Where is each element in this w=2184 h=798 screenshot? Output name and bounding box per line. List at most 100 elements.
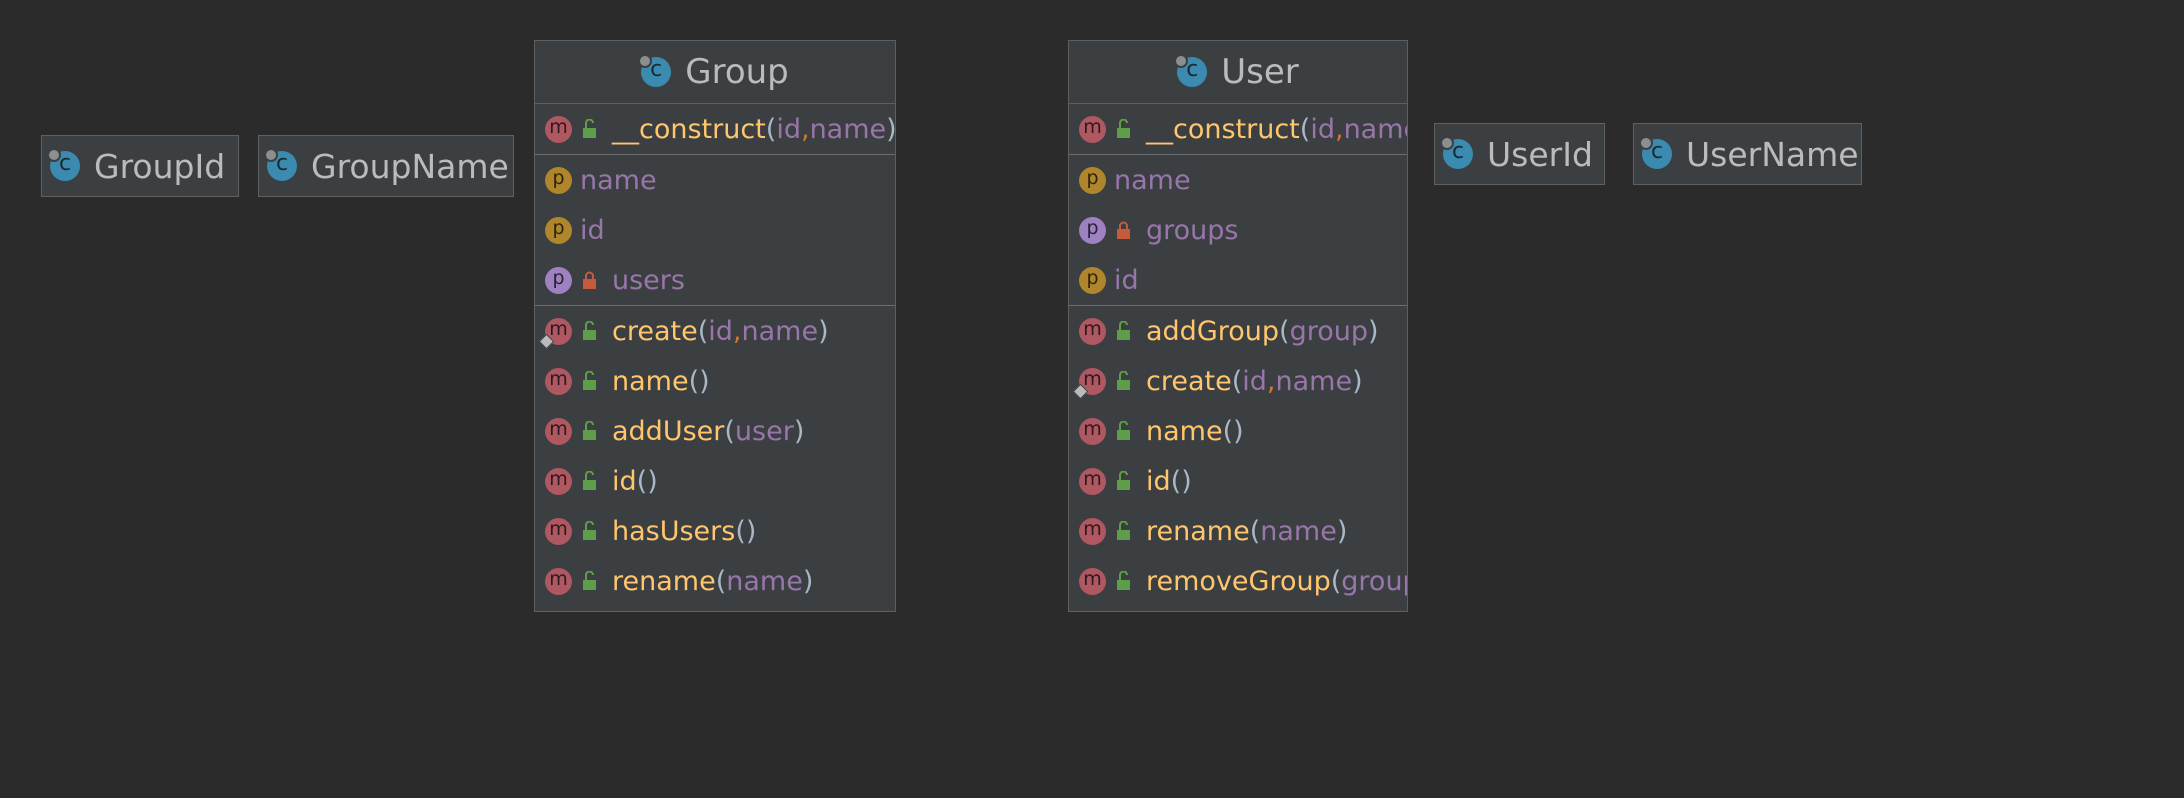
- class-name: UserName: [1686, 134, 1859, 174]
- class-icon: [1440, 136, 1473, 169]
- property-icon: p: [1079, 216, 1106, 244]
- field-name: groups: [1146, 214, 1239, 246]
- class-header: User: [1069, 41, 1407, 104]
- method-icon: m: [545, 115, 572, 143]
- unlocked-icon: [1117, 119, 1130, 138]
- unlocked-icon: [583, 371, 596, 390]
- method-name: __construct: [612, 113, 766, 145]
- class-title: User: [1221, 52, 1299, 92]
- unlocked-icon: [1117, 471, 1130, 490]
- open-paren: (: [697, 315, 709, 347]
- method-icon: m: [1079, 517, 1106, 545]
- class-icon: [1174, 54, 1208, 87]
- param-separator: ,: [800, 113, 810, 145]
- method-param: name: [741, 315, 819, 347]
- open-paren: (: [1222, 415, 1234, 447]
- method-param: id: [776, 113, 801, 145]
- field-name: id: [1114, 264, 1139, 296]
- method-name: name: [612, 365, 689, 397]
- method-name: create: [1146, 365, 1232, 397]
- param-separator: ,: [1334, 113, 1344, 145]
- method-name: __construct: [1146, 113, 1300, 145]
- class-box-username[interactable]: UserName: [1633, 123, 1862, 185]
- property-icon: p: [545, 166, 572, 194]
- open-paren: (: [1249, 515, 1261, 547]
- unlocked-icon: [583, 471, 596, 490]
- open-paren: (: [1299, 113, 1311, 145]
- class-box-user[interactable]: User m__construct(id, name) pnamepgroups…: [1068, 40, 1408, 612]
- method-icon: m: [545, 567, 572, 595]
- method-icon: m: [1079, 317, 1106, 345]
- close-paren: ): [886, 114, 895, 145]
- field-row[interactable]: p groups: [1069, 205, 1407, 255]
- constructor-section: m __construct(id, name): [535, 104, 895, 155]
- close-paren: ): [818, 315, 829, 347]
- method-name: removeGroup: [1146, 565, 1331, 597]
- class-box-userid[interactable]: UserId: [1434, 123, 1605, 185]
- method-icon: m: [1079, 417, 1106, 445]
- method-icon: m: [545, 367, 572, 395]
- method-name: addGroup: [1146, 315, 1280, 347]
- method-row[interactable]: m __construct(id, name): [535, 104, 895, 154]
- class-box-group[interactable]: Group m__construct(id, name) pnamepidpus…: [534, 40, 896, 612]
- method-param: group: [1289, 315, 1368, 347]
- class-box-groupid[interactable]: GroupId: [41, 135, 239, 197]
- class-name: GroupId: [94, 146, 226, 186]
- class-box-groupname[interactable]: GroupName: [258, 135, 514, 197]
- field-name: name: [580, 164, 657, 196]
- method-icon: m: [1079, 115, 1106, 143]
- unlocked-icon: [583, 571, 596, 590]
- method-param: name: [809, 113, 887, 145]
- open-paren: (: [688, 365, 700, 397]
- method-icon: m: [545, 417, 572, 445]
- field-name: id: [580, 214, 605, 246]
- close-paren: ): [647, 465, 658, 497]
- close-paren: ): [802, 565, 814, 597]
- class-name: GroupName: [311, 146, 509, 186]
- close-paren: ): [793, 415, 805, 447]
- constructor-section: m__construct(id, name): [1069, 104, 1407, 155]
- method-param: group: [1341, 565, 1407, 597]
- class-icon: [264, 148, 297, 181]
- method-param: id: [1242, 365, 1267, 397]
- unlocked-icon: [1117, 571, 1130, 590]
- close-paren: ): [1336, 515, 1348, 547]
- method-param: name: [1260, 515, 1337, 547]
- open-paren: (: [1231, 365, 1243, 397]
- method-param: name: [1275, 365, 1353, 397]
- unlocked-icon: [1117, 521, 1130, 540]
- close-paren: ): [1352, 365, 1363, 397]
- open-paren: (: [765, 113, 777, 145]
- unlocked-icon: [1117, 421, 1130, 440]
- class-header: Group: [535, 41, 895, 104]
- lock-icon: [1117, 221, 1130, 239]
- close-paren: ): [745, 515, 757, 547]
- unlocked-icon: [583, 119, 596, 138]
- method-row[interactable]: m__construct(id, name): [1069, 104, 1407, 154]
- method-name: rename: [612, 565, 716, 597]
- unlocked-icon: [583, 521, 596, 540]
- method-name: create: [612, 315, 698, 347]
- unlocked-icon: [583, 421, 596, 440]
- method-param: user: [734, 415, 794, 447]
